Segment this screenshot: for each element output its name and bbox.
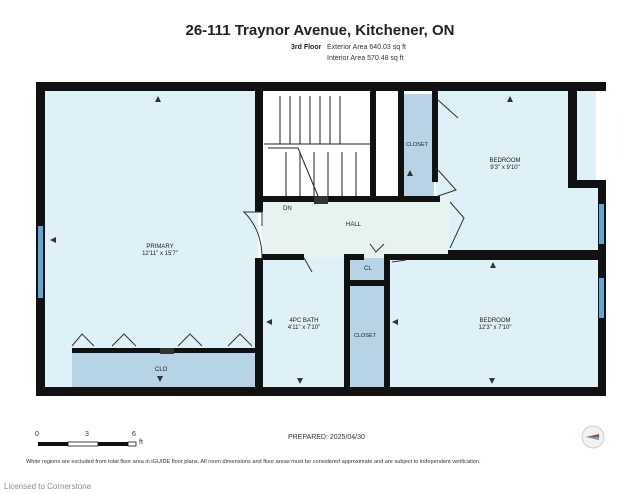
room-fills xyxy=(44,90,600,388)
windows xyxy=(38,204,604,318)
clo-label: CLO xyxy=(155,367,168,373)
scale-tick-6: 6 xyxy=(132,431,136,438)
dn-label: DN xyxy=(283,206,292,212)
bath-dims: 4'11" x 7'10" xyxy=(287,325,321,331)
bath-label: 4PC BATH 4'11" x 7'10" xyxy=(268,318,340,332)
bath-fill xyxy=(262,258,348,388)
disclaimer: White regions are excluded from total fl… xyxy=(26,459,481,465)
bedroom-upper-dims: 9'3" x 9'10" xyxy=(490,165,520,171)
cl-label: CL xyxy=(364,266,372,272)
plan-title: 26-111 Traynor Avenue, Kitchener, ON xyxy=(185,22,455,39)
scale-tick-3: 3 xyxy=(85,431,89,438)
interior-area: Interior Area 570.48 sq ft xyxy=(327,55,404,62)
bedroom-upper-window xyxy=(599,204,604,244)
compass-icon xyxy=(581,425,605,449)
door-swings xyxy=(71,99,465,347)
closet-upper-fill xyxy=(402,94,434,198)
closet-lower-label: CLOSET xyxy=(354,333,377,339)
cl-fill xyxy=(350,258,386,280)
hall-label: HALL xyxy=(346,222,362,228)
bath-name: 4PC BATH xyxy=(289,318,319,324)
primary-name: PRIMARY xyxy=(146,244,174,250)
primary-window xyxy=(38,226,43,298)
primary-dims: 12'11" x 15'7" xyxy=(142,251,178,257)
bedroom-upper-extension xyxy=(570,186,600,254)
scale-tick-0: 0 xyxy=(35,431,39,438)
prepared-date: PREPARED: 2025/04/30 xyxy=(288,434,365,441)
bedroom-lower-fill xyxy=(388,258,600,388)
scale-unit: ft xyxy=(139,439,143,446)
primary-room-fill xyxy=(44,90,258,388)
closet-upper-label: CLOSET xyxy=(406,142,429,148)
primary-label: PRIMARY 12'11" x 15'7" xyxy=(120,244,200,258)
staircase xyxy=(264,96,372,197)
bedroom-lower-label: BEDROOM 12'3" x 7'10" xyxy=(470,318,520,332)
bedroom-lower-name: BEDROOM xyxy=(479,318,511,324)
watermark: Licensed to Cornerstone xyxy=(4,482,92,491)
exterior-area: Exterior Area 640.03 sq ft xyxy=(327,44,406,51)
bedroom-lower-dims: 12'3" x 7'10" xyxy=(478,325,512,331)
floor-label: 3rd Floor xyxy=(291,44,322,51)
bedroom-lower-window xyxy=(599,278,604,318)
bedroom-upper-name: BEDROOM xyxy=(489,158,521,164)
scale-bar xyxy=(38,441,137,447)
closet-lower-fill xyxy=(350,286,386,388)
dimension-markers xyxy=(50,96,513,384)
closet-clo-fill xyxy=(72,352,258,388)
hall-fill xyxy=(262,198,450,258)
bedroom-upper-label: BEDROOM 9'3" x 9'10" xyxy=(480,158,530,172)
